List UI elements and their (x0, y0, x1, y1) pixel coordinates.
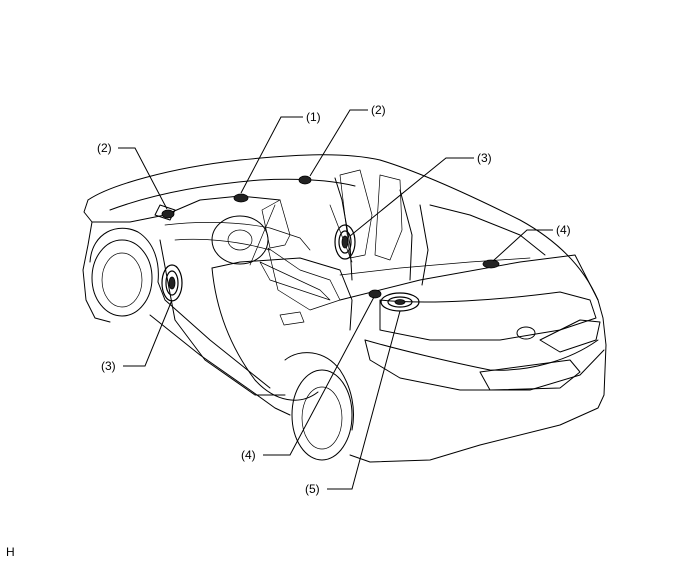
speaker-tweeter-left (161, 209, 175, 219)
speaker-dash-center (233, 193, 249, 203)
speaker-front-door-left (161, 264, 183, 302)
speaker-rear-deck-right (482, 259, 500, 269)
corner-mark: H (6, 545, 15, 559)
car-illustration (82, 154, 607, 463)
callout-1: (1) (306, 110, 321, 124)
callout-4-bottom: (4) (241, 448, 256, 462)
callout-5: (5) (305, 482, 320, 496)
leader-lines (118, 109, 553, 490)
callout-2-top: (2) (371, 103, 386, 117)
callout-4-right: (4) (556, 223, 571, 237)
speaker-front-door-right (334, 224, 356, 260)
speaker-rear-deck-small (368, 289, 382, 299)
callout-3-left: (3) (101, 359, 116, 373)
callout-2-left: (2) (97, 141, 112, 155)
speaker-tweeter-right (298, 175, 312, 185)
callout-3-right: (3) (477, 151, 492, 165)
